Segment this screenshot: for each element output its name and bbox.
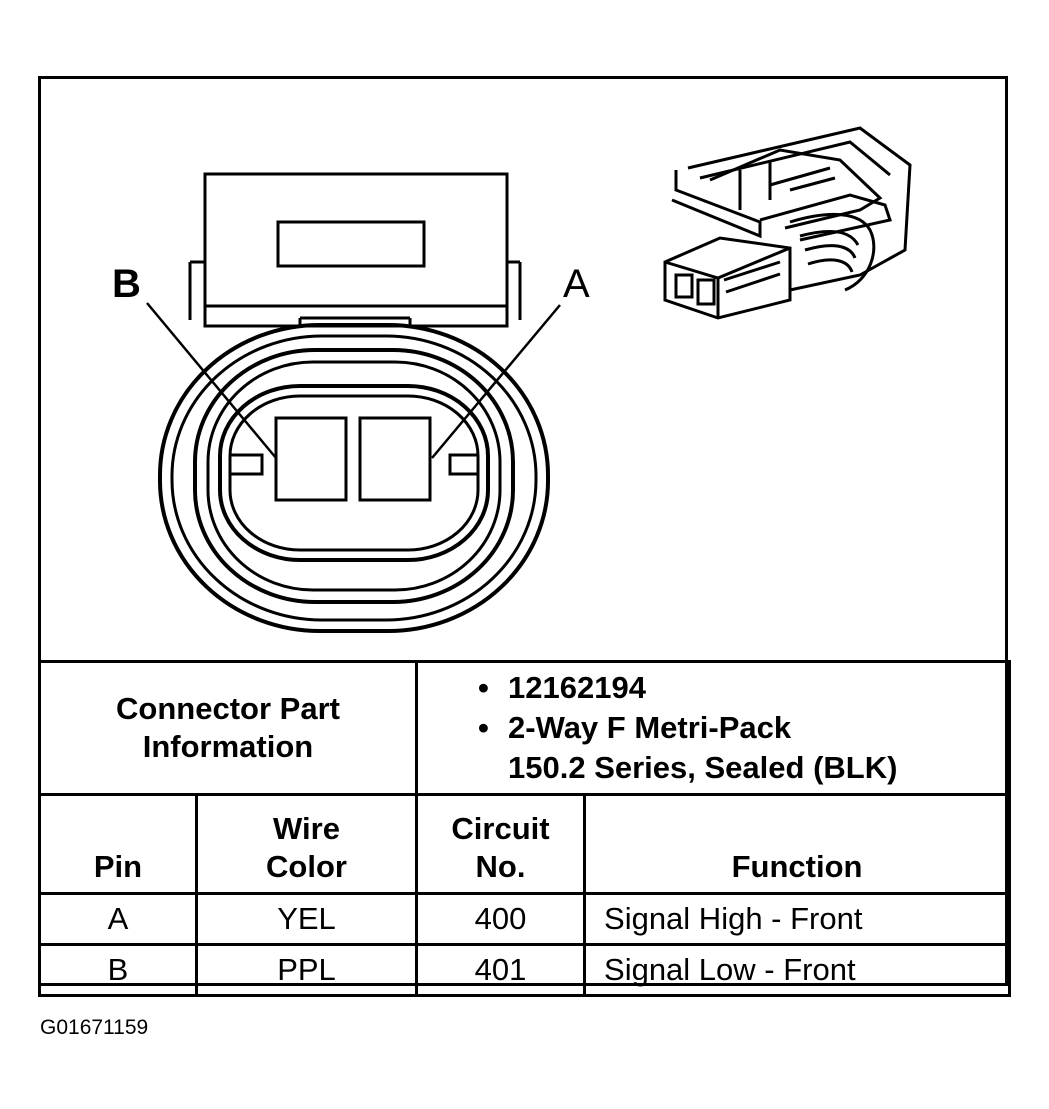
header-function: Function (583, 793, 1012, 895)
header-pin: Pin (38, 793, 198, 895)
connector-info-details: • 12162194 • 2-Way F Metri-Pack 150.2 Seri… (415, 660, 1012, 796)
connector-description-line1: 2-Way F Metri-Pack (508, 710, 792, 745)
connector-info-label-line1: Connector Part (116, 691, 340, 726)
header-wire-color: Wire Color (194, 793, 419, 895)
cell-function: Signal High - Front (583, 892, 1012, 946)
figure-id: G01671159 (40, 1016, 149, 1039)
connector-description-line2: 150.2 Series, Sealed (BLK) (508, 750, 898, 785)
header-wire-color-line2: Color (266, 849, 347, 884)
header-circuit-line1: Circuit (451, 811, 550, 846)
header-circuit-line2: No. (475, 849, 526, 884)
table-header-row: Pin Wire Color Circuit No. Function (38, 793, 1012, 895)
header-circuit-no: Circuit No. (415, 793, 587, 895)
cell-circuit: 400 (415, 892, 587, 946)
bullet-icon: • (478, 670, 489, 705)
pin-b-label: B (112, 262, 141, 306)
cell-function: Signal Low - Front (583, 943, 1012, 997)
cell-wire-color: PPL (194, 943, 419, 997)
table-row: B PPL 401 Signal Low - Front (38, 943, 1012, 997)
cell-circuit: 401 (415, 943, 587, 997)
connector-seal-rings (158, 323, 550, 633)
header-pin-text: Pin (93, 849, 143, 884)
connector-iso-view (663, 126, 912, 320)
connector-housing-top (188, 172, 522, 328)
header-wire-color-line1: Wire (273, 811, 340, 846)
cell-wire-color: YEL (194, 892, 419, 946)
table-row: A YEL 400 Signal High - Front (38, 892, 1012, 946)
cell-pin: A (38, 892, 198, 946)
cell-pin: B (38, 943, 198, 997)
bullet-icon: • (478, 710, 489, 745)
connector-info-row: Connector Part Information • 12162194 • 2-… (37, 660, 1012, 796)
pin-a-label: A (563, 262, 590, 306)
terminal-cavities (230, 416, 478, 502)
part-number: 12162194 (508, 670, 646, 705)
connector-info-label: Connector Part Information (37, 660, 419, 796)
header-function-text: Function (731, 849, 863, 884)
leader-lines (146, 302, 561, 459)
connector-pin-table: Connector Part Information • 12162194 • 2-… (37, 660, 1012, 997)
connector-info-label-line2: Information (142, 729, 314, 764)
